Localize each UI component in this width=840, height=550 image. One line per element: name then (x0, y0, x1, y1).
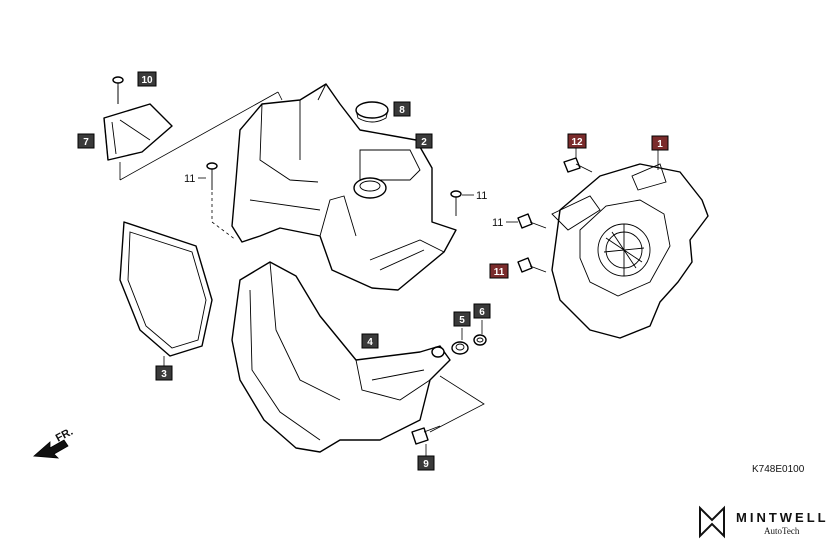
callout-4-text: 4 (367, 337, 373, 348)
callout-5: 5 (453, 311, 471, 327)
screw-11-c (517, 213, 547, 229)
callout-8: 8 (393, 101, 411, 117)
callout-3-text: 3 (161, 369, 167, 380)
part-3-seal (119, 221, 213, 366)
callout-6: 6 (473, 303, 491, 319)
callout-11-boxed: 11 (489, 263, 509, 279)
callout-3: 3 (155, 365, 173, 381)
callout-7-text: 7 (83, 137, 89, 148)
brand-sub: AutoTech (764, 526, 800, 536)
screw-10 (112, 76, 124, 104)
callout-10-text: 10 (141, 75, 153, 86)
callout-1-text: 1 (657, 139, 663, 150)
screw-11-d (517, 257, 547, 273)
brand-logo: MINTWELL AutoTech (699, 505, 829, 539)
callout-11-boxed-text: 11 (494, 267, 505, 278)
front-direction-label: FR. (54, 426, 75, 445)
label-11-left: 11 (184, 173, 195, 185)
callout-1: 1 (651, 135, 669, 151)
mintwell-logo-icon (699, 505, 725, 539)
callout-7: 7 (77, 133, 95, 149)
diagram-reference-code: K748E0100 (752, 464, 805, 475)
callout-10: 10 (137, 71, 157, 87)
label-11-fan: 11 (492, 217, 503, 229)
part-2-upper-housing (231, 83, 457, 291)
callout-2-text: 2 (421, 137, 427, 148)
part-4-lower-housing (231, 261, 485, 453)
callout-4: 4 (361, 333, 379, 349)
part-1-fan-cover (551, 150, 709, 339)
part-6-washer (473, 320, 487, 346)
callout-9: 9 (417, 455, 435, 471)
callout-6-text: 6 (479, 307, 485, 318)
screw-11-b (450, 190, 462, 216)
front-direction-arrow: FR. (33, 426, 75, 459)
callout-8-text: 8 (399, 105, 405, 116)
bolt-9 (411, 425, 441, 456)
part-7-cover (103, 86, 173, 161)
callout-5-text: 5 (459, 315, 465, 326)
callout-2: 2 (415, 133, 433, 149)
part-8-grommet (355, 101, 389, 123)
callout-9-text: 9 (423, 459, 429, 470)
brand-name: MINTWELL (736, 510, 829, 525)
label-11-mid: 11 (476, 190, 487, 202)
screw-12 (563, 148, 593, 173)
screw-11-a (206, 162, 237, 241)
callout-12: 12 (567, 133, 587, 149)
callout-12-text: 12 (571, 137, 583, 148)
part-5-collar (451, 328, 469, 355)
